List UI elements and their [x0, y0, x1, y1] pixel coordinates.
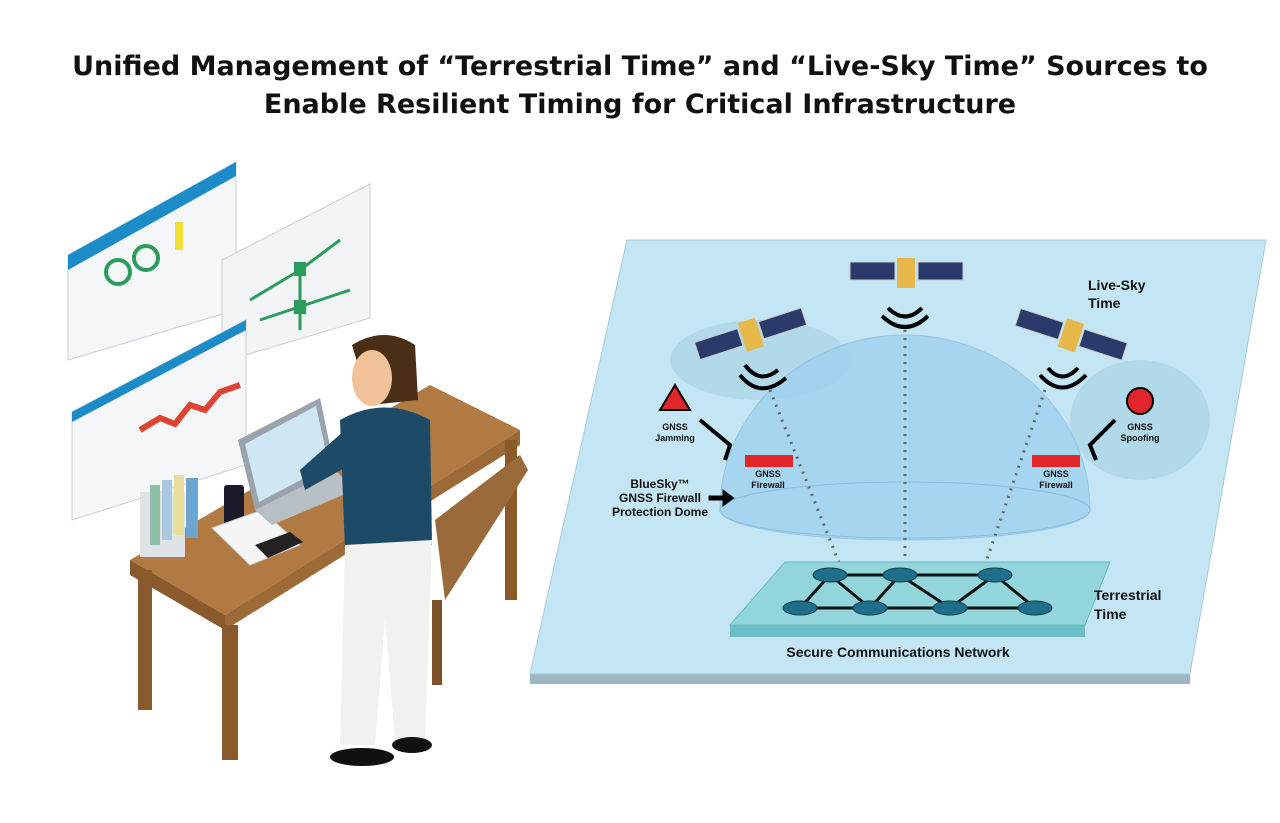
books [140, 475, 198, 557]
satellite-icon [849, 258, 964, 329]
svg-text:Spoofing: Spoofing [1121, 433, 1160, 443]
svg-text:Time: Time [1088, 295, 1121, 311]
page-title: Unified Management of “Terrestrial Time”… [72, 51, 1208, 120]
firewall-icon-left [745, 455, 793, 467]
svg-text:Firewall: Firewall [1039, 480, 1073, 490]
secure-network-platform [728, 561, 1111, 637]
monitor-screen-network-map [221, 183, 371, 363]
jamming-label: GNSS [662, 422, 688, 432]
phone [255, 532, 303, 558]
firewall-left-label: GNSS [755, 469, 781, 479]
jamming-warning-icon [658, 383, 692, 411]
monitor-screen-dashboard [67, 161, 237, 361]
chair [432, 455, 528, 685]
firewall-right-label: GNSS [1043, 469, 1069, 479]
terrestrial-label: Terrestrial [1094, 587, 1161, 603]
network-label: Secure Communications Network [786, 644, 1009, 660]
mug [224, 485, 244, 527]
firewall-icon-right [1032, 455, 1080, 467]
svg-text:Time: Time [1094, 606, 1127, 622]
svg-text:GNSS Firewall: GNSS Firewall [619, 491, 701, 505]
spoofing-label: GNSS [1127, 422, 1153, 432]
svg-text:Protection Dome: Protection Dome [612, 505, 708, 519]
arrow-icon [708, 489, 735, 507]
satellite-icon [1014, 307, 1128, 361]
live-sky-label: Live-Sky [1088, 277, 1146, 293]
person [300, 335, 432, 766]
svg-text:Jamming: Jamming [655, 433, 695, 443]
spoofing-icon [1126, 387, 1154, 415]
satellite-icon [693, 307, 808, 361]
svg-text:Firewall: Firewall [751, 480, 785, 490]
monitor-screen-timing-chart [71, 319, 247, 521]
dome-label: BlueSky™ [630, 477, 689, 491]
